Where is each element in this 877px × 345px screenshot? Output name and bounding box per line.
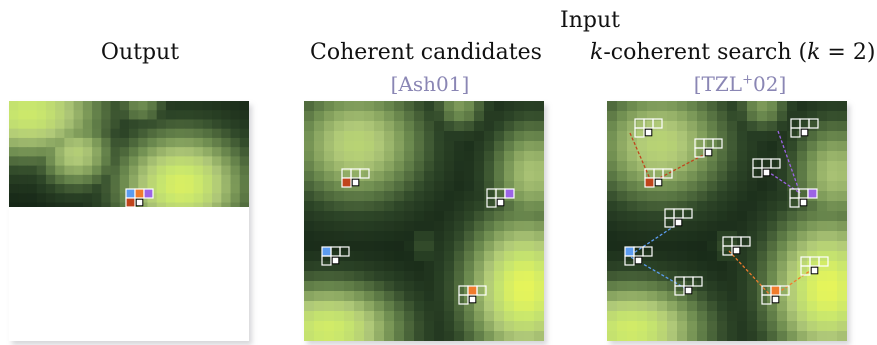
ksearch-text: -coherent search ( <box>603 40 808 65</box>
ks-blue-cand-1 <box>664 208 693 228</box>
ksearch-panel <box>607 101 847 341</box>
output-texture <box>9 101 249 341</box>
coherent-heading: Coherent candidates <box>310 40 542 65</box>
ksearch-cite-a[interactable]: TZL <box>701 72 743 96</box>
input-heading: Input <box>560 8 620 33</box>
ks-orange-cand-2 <box>800 256 829 276</box>
ksearch-heading: k-coherent search (k = 2) <box>590 40 875 65</box>
candidate-purple <box>486 188 515 208</box>
ks-blue-target <box>624 246 653 266</box>
ksearch-cite-b[interactable]: 02 <box>752 72 779 96</box>
output-panel <box>9 101 249 341</box>
coherent-texture <box>304 101 544 341</box>
coherent-panel <box>304 101 544 341</box>
coherent-citation[interactable]: [Ash01] <box>390 72 470 96</box>
ks-orange-cand-1 <box>722 236 751 256</box>
k-var: k <box>590 40 604 65</box>
ks-purple-cand-2 <box>752 158 781 178</box>
ks-orange-target <box>761 285 790 305</box>
candidate-rust <box>341 168 370 188</box>
ksearch-texture <box>607 101 847 341</box>
candidate-orange <box>458 285 487 305</box>
candidate-blue <box>321 246 350 266</box>
k-var-2: k <box>807 40 821 65</box>
ksearch-tail: = 2) <box>820 40 876 65</box>
ks-rust-cand-2 <box>694 138 723 158</box>
ks-purple-target <box>789 188 818 208</box>
ks-rust-cand-1 <box>634 118 663 138</box>
coherent-cite-text[interactable]: Ash01 <box>398 72 462 96</box>
output-neighborhood <box>125 188 154 208</box>
ks-purple-cand-1 <box>790 118 819 138</box>
output-heading: Output <box>100 40 180 65</box>
ksearch-citation[interactable]: [TZL+02] <box>693 72 787 96</box>
ks-rust-target <box>644 168 673 188</box>
ks-blue-cand-2 <box>674 276 703 296</box>
ksearch-cite-sup: + <box>742 72 753 88</box>
